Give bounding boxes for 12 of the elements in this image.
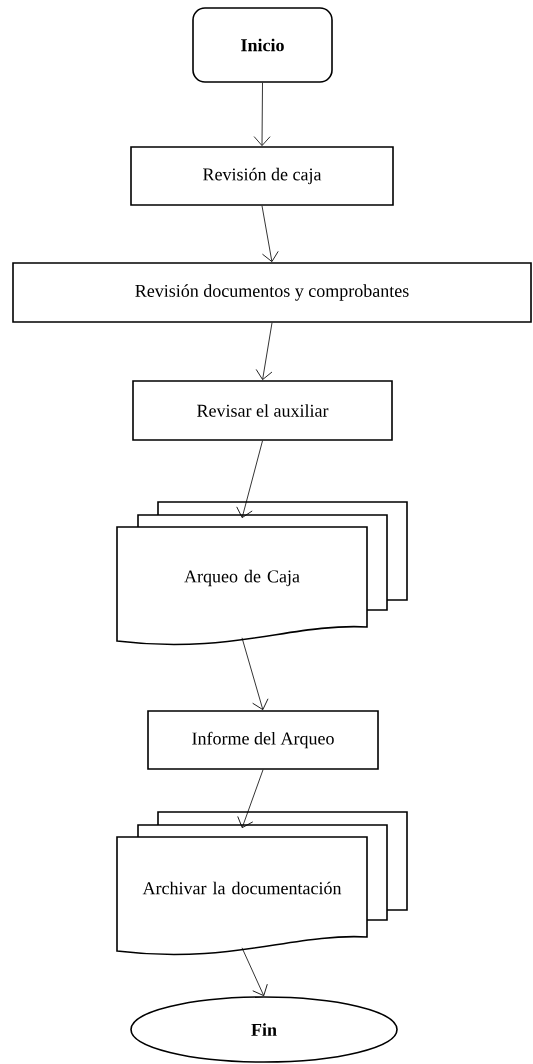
process-box: Revisar el auxiliar [132, 380, 393, 441]
arrow [241, 637, 269, 711]
process-box: Informe del Arqueo [147, 710, 379, 770]
start-box: Inicio [192, 7, 333, 83]
arrow [255, 322, 273, 380]
arrow [261, 205, 279, 262]
arrow [236, 440, 263, 518]
process-box: Revisión de caja [130, 146, 394, 206]
arrow [241, 947, 268, 997]
process-box: Revisión documentos y comprobantes [12, 262, 532, 323]
arrow [237, 769, 264, 829]
arrow [253, 82, 271, 146]
